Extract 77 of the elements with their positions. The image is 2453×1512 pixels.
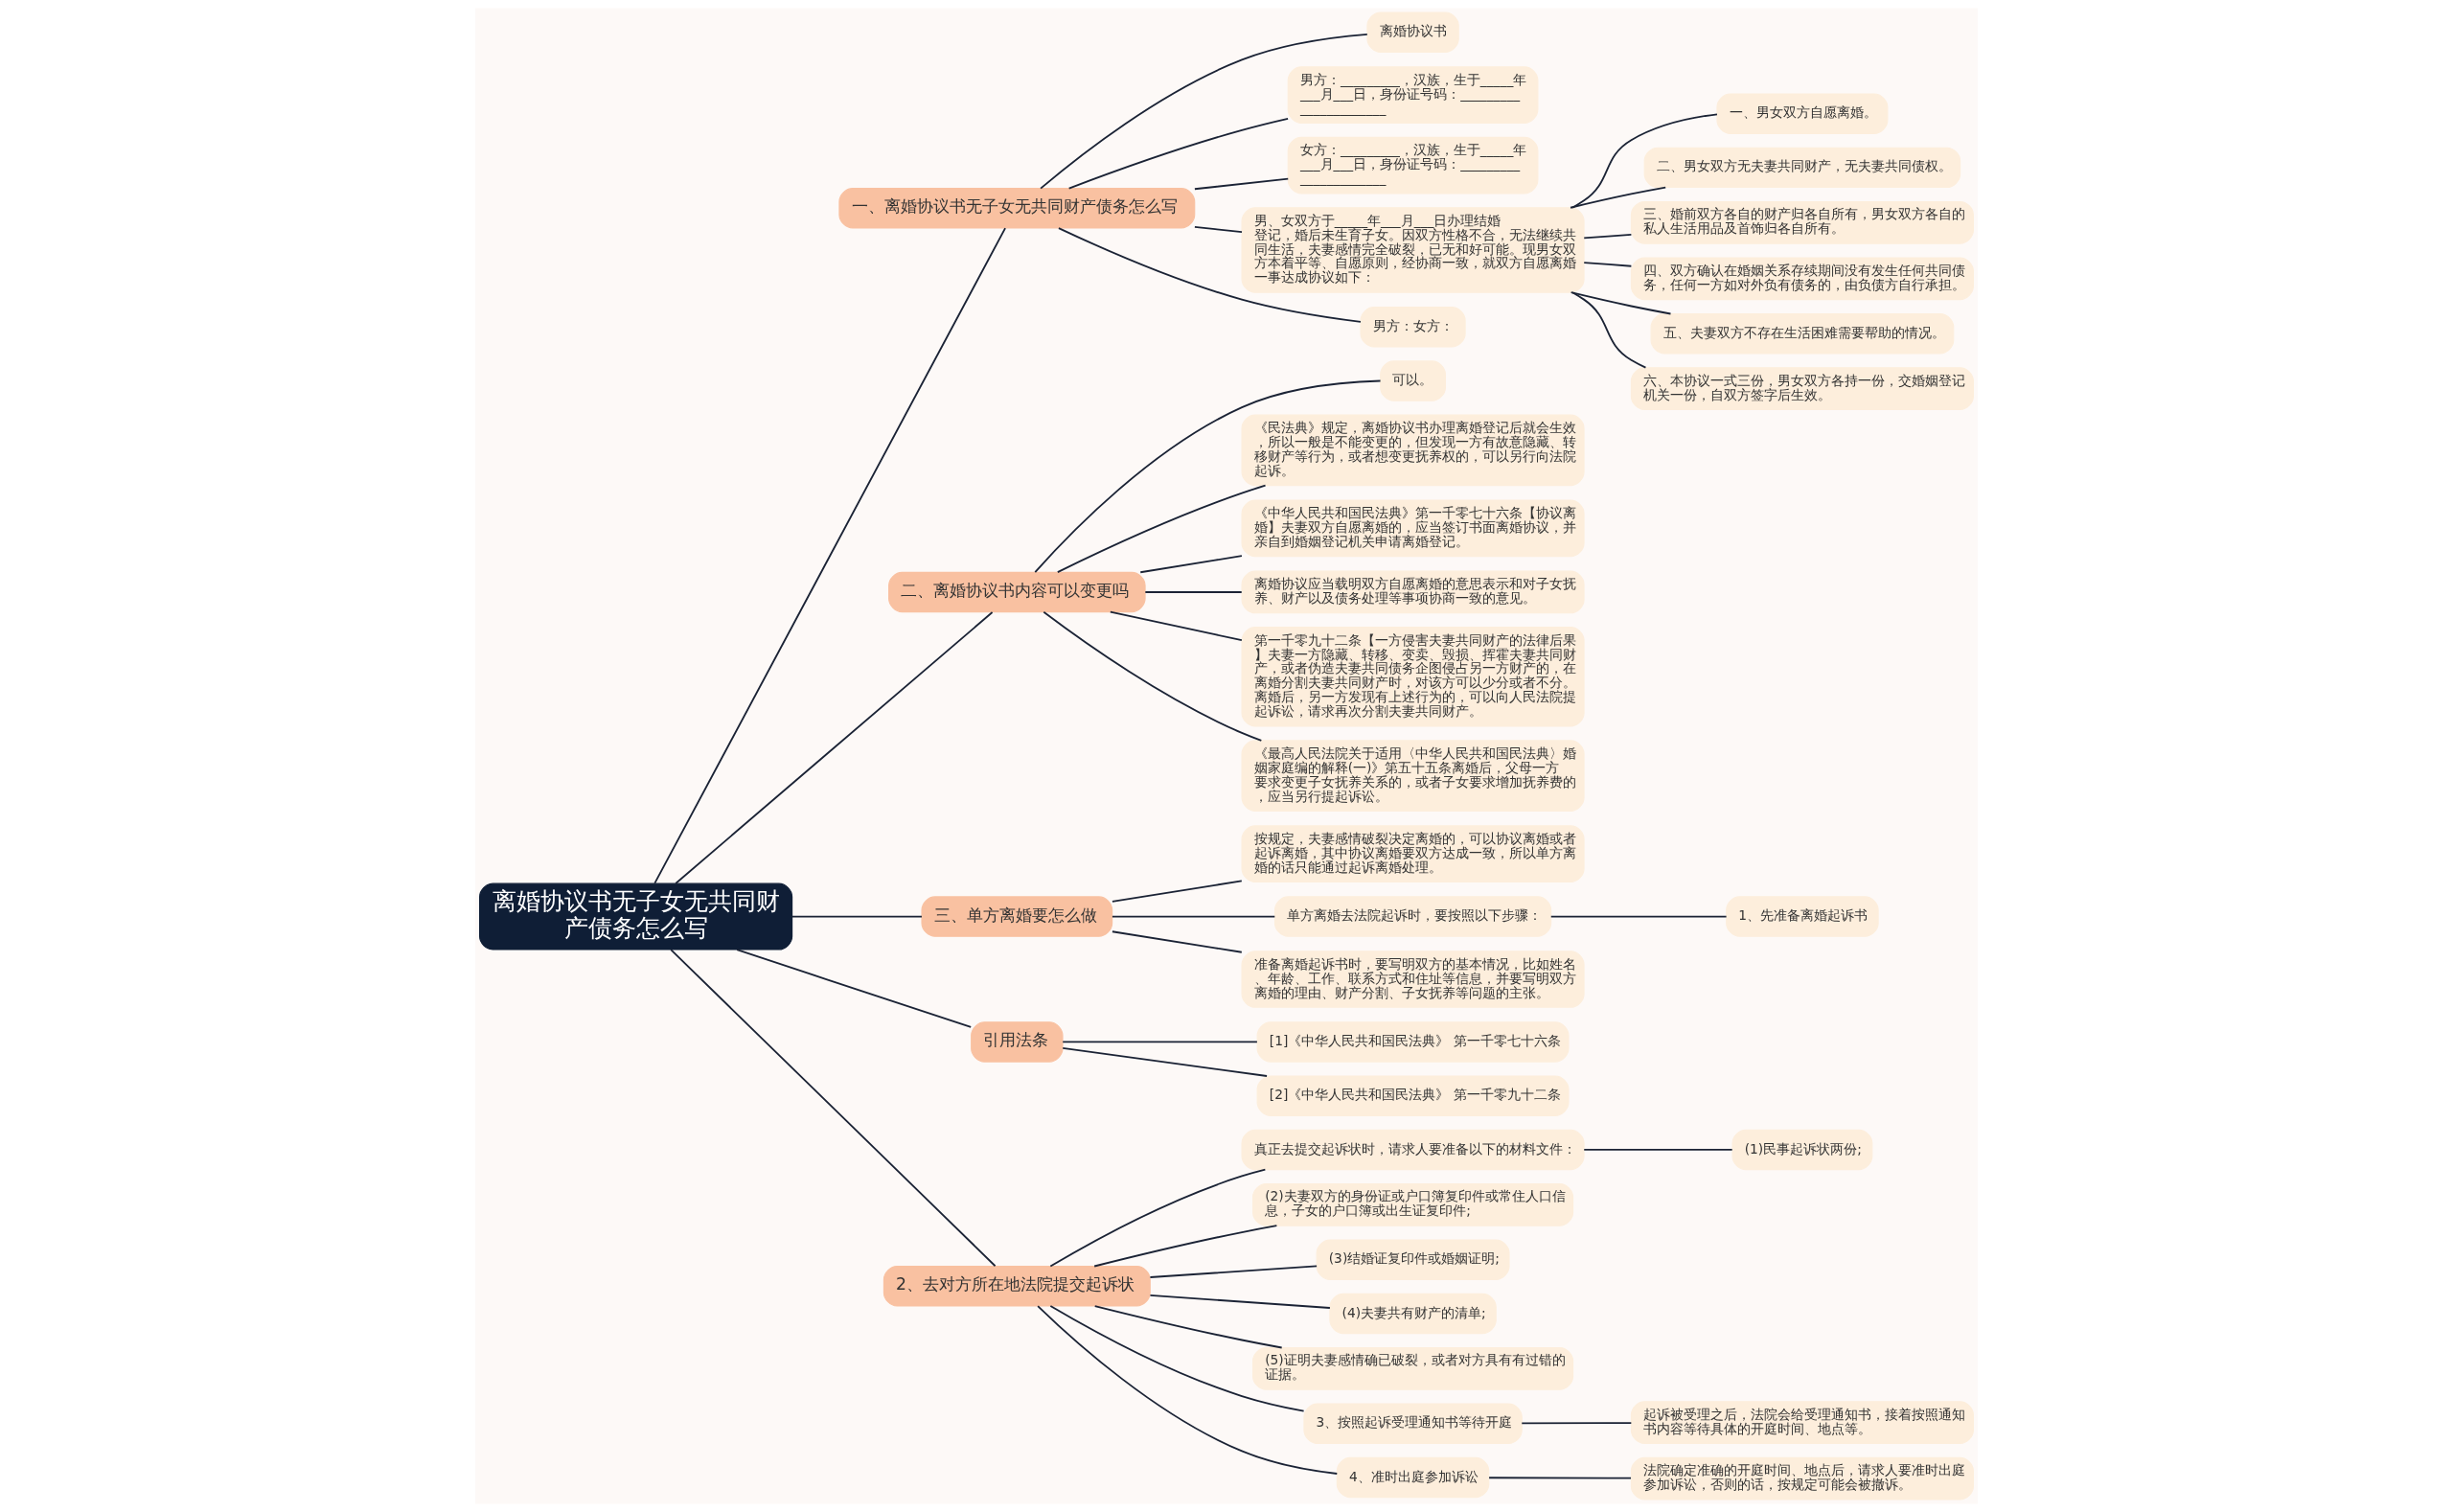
connector xyxy=(1144,591,1243,593)
connector xyxy=(1067,117,1290,190)
node-box: 起诉被受理之后，法院会给受理通知书，接着按照通知书内容等待具体的开庭时间、地点等。 xyxy=(1630,1401,1974,1444)
node-box: 《最高人民法院关于适用〈中华人民共和国民法典〉婚姻家庭编的解释(一)》第五十五条离婚后，父母一方要求变更子女抚养关系的，或者子女要求增加抚养费的，应当另行提起诉讼。 xyxy=(1241,740,1585,812)
connector xyxy=(1139,555,1243,574)
connector xyxy=(1583,233,1633,240)
connector xyxy=(1062,1046,1268,1077)
node-box: 一、离婚协议书无子女无共同财产债务怎么写 xyxy=(838,188,1196,229)
connector xyxy=(653,227,1006,884)
connector xyxy=(791,915,923,918)
connector xyxy=(1521,1422,1633,1425)
node-box: 法院确定准确的开庭时间、地点后，请求人要准时出庭参加诉讼，否则的话，按规定可能会被撤诉。 xyxy=(1630,1456,1974,1501)
node-box: (5)证明夫妻感情确已破裂，或者对方具有有过错的证据。 xyxy=(1251,1347,1574,1390)
connector xyxy=(1040,33,1368,190)
connector xyxy=(1112,880,1243,903)
node-box: 男方：女方： xyxy=(1360,307,1466,348)
connector xyxy=(1570,186,1667,209)
connector xyxy=(1571,291,1647,369)
connector xyxy=(1488,1477,1632,1479)
connector xyxy=(1583,262,1633,267)
node-box: (3)结婚证复印件或婚姻证明; xyxy=(1316,1239,1510,1280)
node-box: 第一千零九十二条【一方侵害夫妻共同财产的法律后果】夫妻一方隐藏、转移、变卖、毁损、挥霍夫妻共同财产，或者伪造夫妻共同债务企图侵占另一方财产的，在离婚分割夫妻共同财产时，对该方可以少分或者不分。离婚后，另一方发现有上述行为的，可以向人民法院提起诉讼，请求再次分割夫妻共同财产。 xyxy=(1241,627,1585,727)
node-box: 男、女双方于_____年___月___日办理结婚登记，婚后未生育子女。因双方性格不合，无法继续共同生活，夫妻感情完全破裂，已无和好可能。现男女双方本着平等、自愿原则，经协商一致，就双方自愿离婚一事达成协议如下： xyxy=(1241,207,1585,293)
connector xyxy=(675,611,994,884)
connector xyxy=(1194,226,1243,234)
node-box: 可以。 xyxy=(1380,360,1446,401)
node-box: 离婚协议书无子女无共同财产债务怎么写 xyxy=(479,882,793,951)
node-box: 真正去提交起诉状时，请求人要准备以下的材料文件： xyxy=(1241,1129,1585,1171)
node-box: 2、去对方所在地法院提交起诉状 xyxy=(883,1266,1151,1307)
connector xyxy=(1056,484,1267,574)
node-box: 离婚协议书 xyxy=(1366,11,1459,53)
connector xyxy=(1149,1265,1318,1278)
node-box: 二、男女双方无夫妻共同财产，无夫妻共同债权。 xyxy=(1643,147,1961,189)
connector xyxy=(670,949,997,1268)
connector xyxy=(1112,915,1276,918)
node-box: 4、准时出庭参加诉讼 xyxy=(1336,1456,1490,1499)
connector xyxy=(1583,1149,1733,1151)
connector xyxy=(736,949,973,1028)
node-box: 一、男女双方自愿离婚。 xyxy=(1716,93,1889,134)
node-box: 二、离婚协议书内容可以变更吗 xyxy=(888,571,1146,613)
node-box: 男方：_________，汉族，生于_____年___月___日，身份证号码：______________________ xyxy=(1287,66,1539,124)
connector xyxy=(1037,1305,1339,1475)
node-box: 按规定，夫妻感情破裂决定离婚的，可以协议离婚或者起诉离婚，其中协议离婚要双方达成一致，所以单方离婚的话只能通过起诉离婚处理。 xyxy=(1241,825,1585,882)
connector xyxy=(1049,1305,1305,1412)
connector xyxy=(1093,1225,1278,1268)
connector xyxy=(1571,113,1718,209)
node-box: (2)夫妻双方的身份证或户口簿复印件或常住人口信息，子女的户口簿或出生证复印件; xyxy=(1251,1182,1574,1226)
node-box: 女方：_________，汉族，生于_____年___月___日，身份证号码：______________________ xyxy=(1287,136,1539,195)
node-box: [1]《中华人民共和国民法典》 第一千零七十六条 xyxy=(1256,1021,1570,1063)
node-box: 三、婚前双方各自的财产归各自所有，男女双方各自的私人生活用品及首饰归各自所有。 xyxy=(1630,200,1974,244)
node-box: 单方离婚去法院起诉时，要按照以下步骤： xyxy=(1273,896,1552,937)
node-box: 六、本协议一式三份，男女双方各持一份，交婚姻登记机关一份，自双方签字后生效。 xyxy=(1630,367,1974,410)
node-box: 离婚协议应当载明双方自愿离婚的意思表示和对子女抚养、财产以及债务处理等事项协商一致的意见。 xyxy=(1241,570,1585,614)
connector xyxy=(1149,1294,1331,1309)
connector xyxy=(1570,291,1672,315)
node-box: 引用法条 xyxy=(971,1021,1064,1063)
connector xyxy=(1093,1305,1283,1349)
connector xyxy=(1112,930,1243,953)
node-box: 准备离婚起诉书时，要写明双方的基本情况，比如姓名、年龄、工作、联系方式和住址等信息，并要写明双方离婚的理由、财产分割、子女抚养等问题的主张。 xyxy=(1241,951,1585,1008)
node-box: 三、单方离婚要怎么做 xyxy=(921,896,1113,937)
connector xyxy=(1194,177,1290,191)
node-box: 五、夫妻双方不存在生活困难需要帮助的情况。 xyxy=(1650,312,1955,355)
connector xyxy=(1549,915,1728,918)
node-box: 四、双方确认在婚姻关系存续期间没有发生任何共同债务，任何一方如对外负有债务的，由负债方自行承担。 xyxy=(1630,257,1974,301)
node-box: (4)夫妻共有财产的清单; xyxy=(1329,1293,1497,1335)
node-box: [2]《中华人民共和国民法典》 第一千零九十二条 xyxy=(1256,1075,1570,1116)
connector xyxy=(1034,379,1382,574)
node-box: 3、按照起诉受理通知书等待开庭 xyxy=(1303,1403,1523,1444)
connector xyxy=(1062,1041,1258,1043)
connector xyxy=(1058,227,1362,323)
node-box: 《中华人民共和国民法典》第一千零七十六条【协议离婚】夫妻双方自愿离婚的，应当签订书面离婚协议，并亲自到婚姻登记机关申请离婚登记。 xyxy=(1241,499,1585,558)
node-box: 1、先准备离婚起诉书 xyxy=(1726,896,1879,937)
node-box: (1)民事起诉状两份; xyxy=(1731,1129,1873,1171)
connector xyxy=(1043,610,1263,742)
connector xyxy=(1109,610,1243,642)
connector xyxy=(1049,1168,1267,1268)
node-box: 《民法典》规定，离婚协议书办理离婚登记后就会生效，所以一般是不能变更的，但发现一方有故意隐藏、转移财产等行为，或者想变更抚养权的，可以另行向法院起诉。 xyxy=(1241,414,1585,487)
